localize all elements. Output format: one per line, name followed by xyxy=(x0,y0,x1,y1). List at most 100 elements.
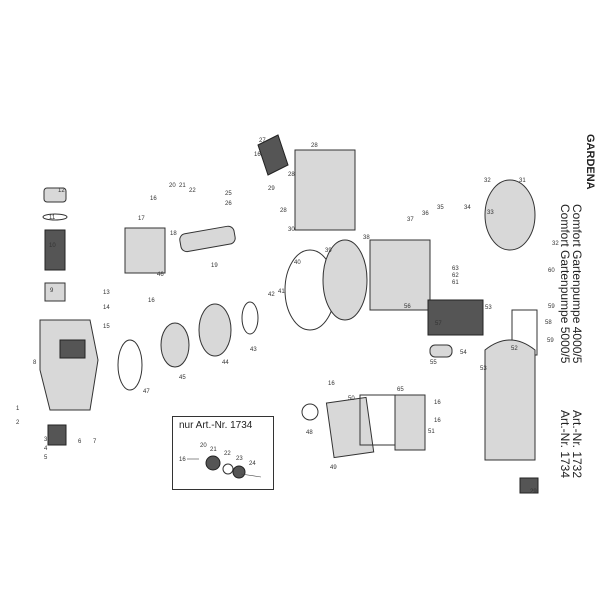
ejector xyxy=(179,225,236,253)
o-ring xyxy=(222,463,234,475)
part-number-label: 53 xyxy=(480,366,487,372)
part-number-label: 29 xyxy=(268,186,275,192)
inset-part-number-label: 21 xyxy=(210,447,217,453)
inset-title: nur Art.-Nr. 1734 xyxy=(179,420,253,431)
impeller xyxy=(205,455,221,471)
drain-plug xyxy=(47,424,67,446)
inset-part-number-label: 22 xyxy=(224,451,231,457)
part-number-label: 65 xyxy=(397,387,404,393)
part-number-label: 54 xyxy=(460,350,467,356)
fan-cover xyxy=(484,179,536,251)
diffuser xyxy=(160,322,190,368)
part-number-label: 20 xyxy=(169,183,176,189)
part-number-label: 50 xyxy=(348,396,355,402)
brand-logo: GARDENA xyxy=(584,134,596,190)
part-number-label: 27 xyxy=(259,138,266,144)
motor-assembly xyxy=(117,134,539,494)
part-number-label: 45 xyxy=(179,375,186,381)
part-number-label: 47 xyxy=(143,389,150,395)
part-number-label: 1 xyxy=(16,406,20,412)
part-number-label: 32 xyxy=(552,241,559,247)
part-number-label: 4 xyxy=(44,446,48,452)
part-number-label: 26 xyxy=(225,201,232,207)
electronics-assembly xyxy=(301,394,426,459)
part-number-label: 28 xyxy=(311,143,318,149)
part-number-label: 59 xyxy=(548,304,555,310)
control-panel xyxy=(394,394,426,451)
gasket xyxy=(117,339,143,391)
part-number-label: 6 xyxy=(78,439,82,445)
part-number-label: 32 xyxy=(484,178,491,184)
part-number-label: 36 xyxy=(422,211,429,217)
part-number-label: 49 xyxy=(330,465,337,471)
model-name-1: Comfort Gartenpumpe 4000/5 xyxy=(570,204,584,364)
part-number-label: 18 xyxy=(170,231,177,237)
part-number-label: 48 xyxy=(306,430,313,436)
part-number-label: 16 xyxy=(148,298,155,304)
part-number-label: 44 xyxy=(222,360,229,366)
membrane xyxy=(301,403,319,421)
part-number-label: 59 xyxy=(547,338,554,344)
pump-housing xyxy=(39,319,99,411)
part-number-label: 14 xyxy=(103,305,110,311)
part-number-label: 22 xyxy=(189,188,196,194)
part-number-label: 39 xyxy=(325,248,332,254)
part-number-label: 51 xyxy=(428,429,435,435)
part-number-label: 28 xyxy=(288,172,295,178)
part-number-label: 56 xyxy=(404,304,411,310)
part-number-label: 30 xyxy=(288,227,295,233)
part-number-label: 38 xyxy=(363,235,370,241)
part-number-label: 29 xyxy=(530,489,537,495)
part-number-label: 13 xyxy=(103,290,110,296)
part-number-label: 37 xyxy=(407,217,414,223)
upper-housing xyxy=(294,149,356,231)
part-number-label: 41 xyxy=(278,289,285,295)
part-number-label: 60 xyxy=(548,268,555,274)
inset-part-number-label: 24 xyxy=(249,461,256,467)
impeller-small xyxy=(232,465,246,479)
part-number-label: 63 xyxy=(452,266,459,272)
part-number-label: 16 xyxy=(434,418,441,424)
part-number-label: 16 xyxy=(328,381,335,387)
o-ring xyxy=(42,213,68,221)
part-number-label: 17 xyxy=(138,216,145,222)
part-number-label: 31 xyxy=(519,178,526,184)
part-number-label: 33 xyxy=(487,210,494,216)
flange xyxy=(322,239,368,321)
part-number-label: 43 xyxy=(250,347,257,353)
filter-sleeve xyxy=(44,282,66,302)
article-number-1: Art.-Nr. 1732 xyxy=(570,410,584,479)
part-number-label: 16 xyxy=(434,400,441,406)
part-number-label: 21 xyxy=(179,183,186,189)
inset-part-number-label: 16 xyxy=(179,457,186,463)
article-number-2: Art.-Nr. 1734 xyxy=(558,410,572,479)
inset-part-number-label: 20 xyxy=(200,443,207,449)
inset-part-number-label: 23 xyxy=(236,456,243,462)
clip xyxy=(519,477,539,494)
motor xyxy=(369,239,431,311)
part-number-label: 57 xyxy=(435,321,442,327)
impeller-housing xyxy=(198,303,232,357)
part-number-label: 35 xyxy=(437,205,444,211)
part-number-label: 12 xyxy=(58,188,65,194)
part-number-label: 61 xyxy=(452,280,459,286)
part-number-label: 16 xyxy=(254,152,261,158)
part-number-label: 28 xyxy=(280,208,287,214)
part-number-label: 25 xyxy=(225,191,232,197)
handle-cover xyxy=(124,227,166,274)
capacitor xyxy=(429,344,453,358)
part-number-label: 55 xyxy=(430,360,437,366)
part-number-label: 9 xyxy=(50,288,54,294)
handle xyxy=(257,134,289,176)
part-number-label: 2 xyxy=(16,420,20,426)
part-number-label: 7 xyxy=(93,439,97,445)
part-number-label: 62 xyxy=(452,273,459,279)
part-number-label: 8 xyxy=(33,360,37,366)
part-number-label: 11 xyxy=(49,215,56,221)
part-number-label: 16 xyxy=(150,196,157,202)
part-number-label: 19 xyxy=(211,263,218,269)
part-number-label: 15 xyxy=(103,324,110,330)
part-number-label: 10 xyxy=(49,243,56,249)
